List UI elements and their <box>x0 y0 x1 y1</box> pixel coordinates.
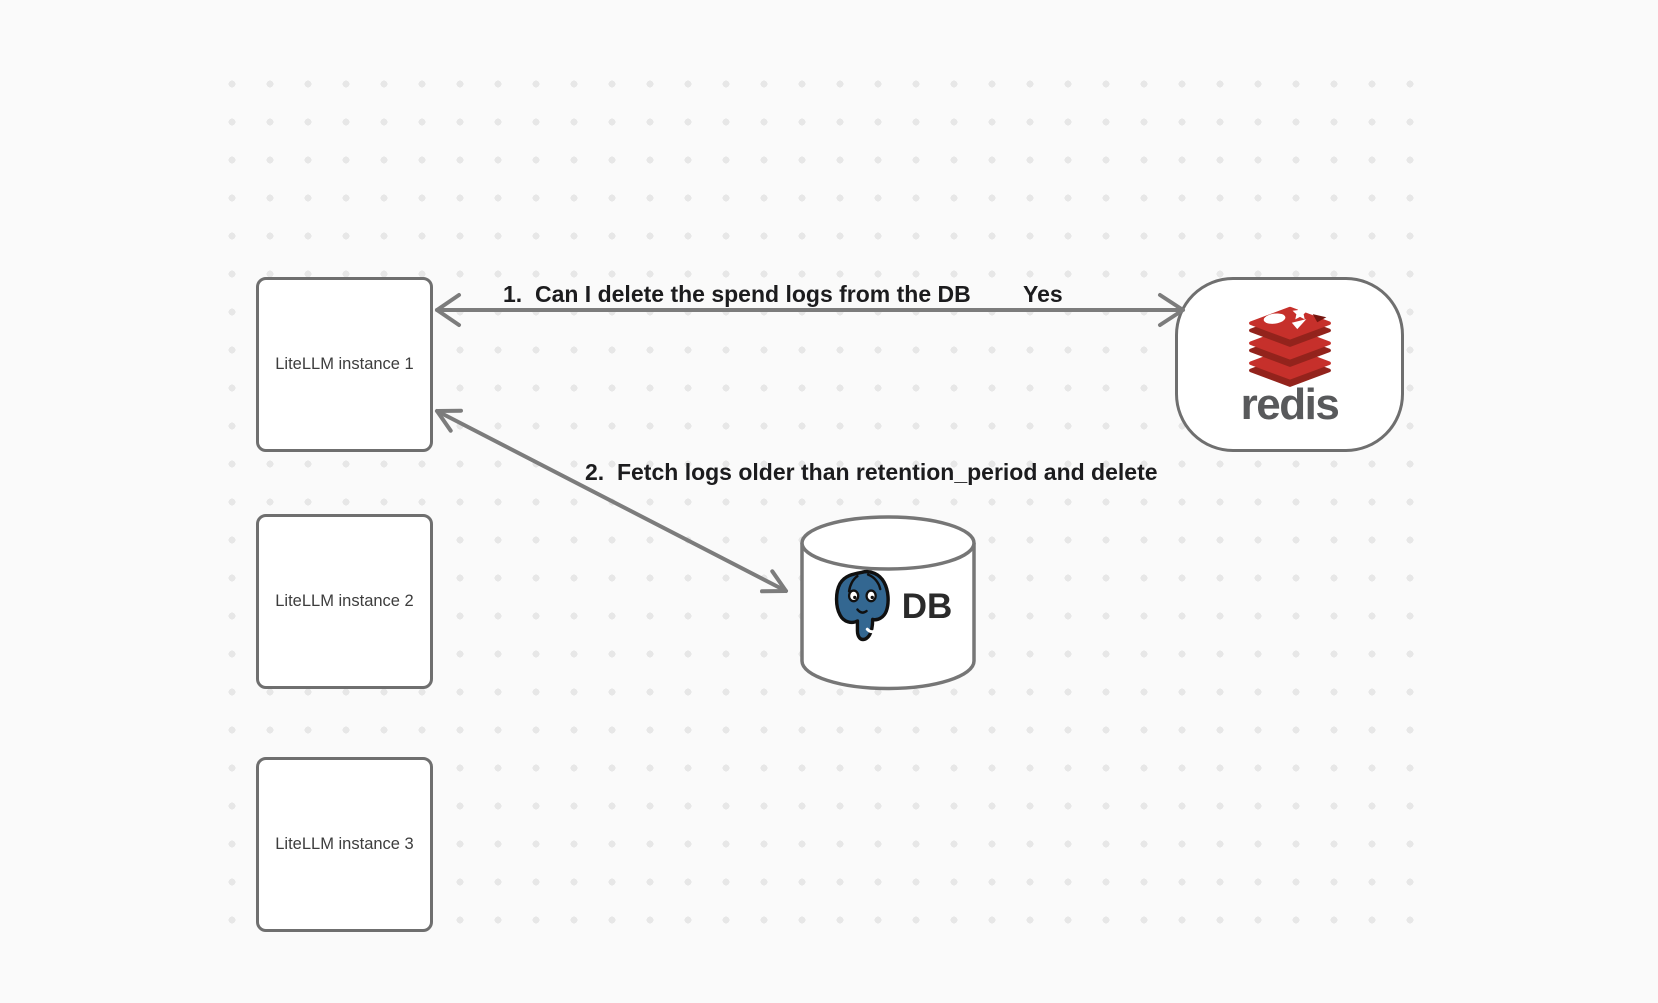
node-litellm-instance-1: LiteLLM instance 1 <box>256 277 433 452</box>
arrow-2-label: 2. Fetch logs older than retention_perio… <box>585 459 1158 485</box>
database-label: DB <box>901 586 953 626</box>
redis-wordmark: redis <box>1240 379 1340 429</box>
arrow-1-response-label: Yes <box>1023 281 1063 307</box>
node-redis: redis <box>1175 277 1404 452</box>
redis-stack-icon <box>1248 304 1331 387</box>
node-litellm-instance-1-label: LiteLLM instance 1 <box>275 355 414 374</box>
postgresql-elephant-icon <box>834 569 890 641</box>
arrow-1-label: 1. Can I delete the spend logs from the … <box>503 281 971 307</box>
node-database-cylinder: DB <box>798 513 978 692</box>
node-litellm-instance-2: LiteLLM instance 2 <box>256 514 433 689</box>
node-litellm-instance-2-label: LiteLLM instance 2 <box>275 592 414 611</box>
node-litellm-instance-3: LiteLLM instance 3 <box>256 757 433 932</box>
node-litellm-instance-3-label: LiteLLM instance 3 <box>275 835 414 854</box>
